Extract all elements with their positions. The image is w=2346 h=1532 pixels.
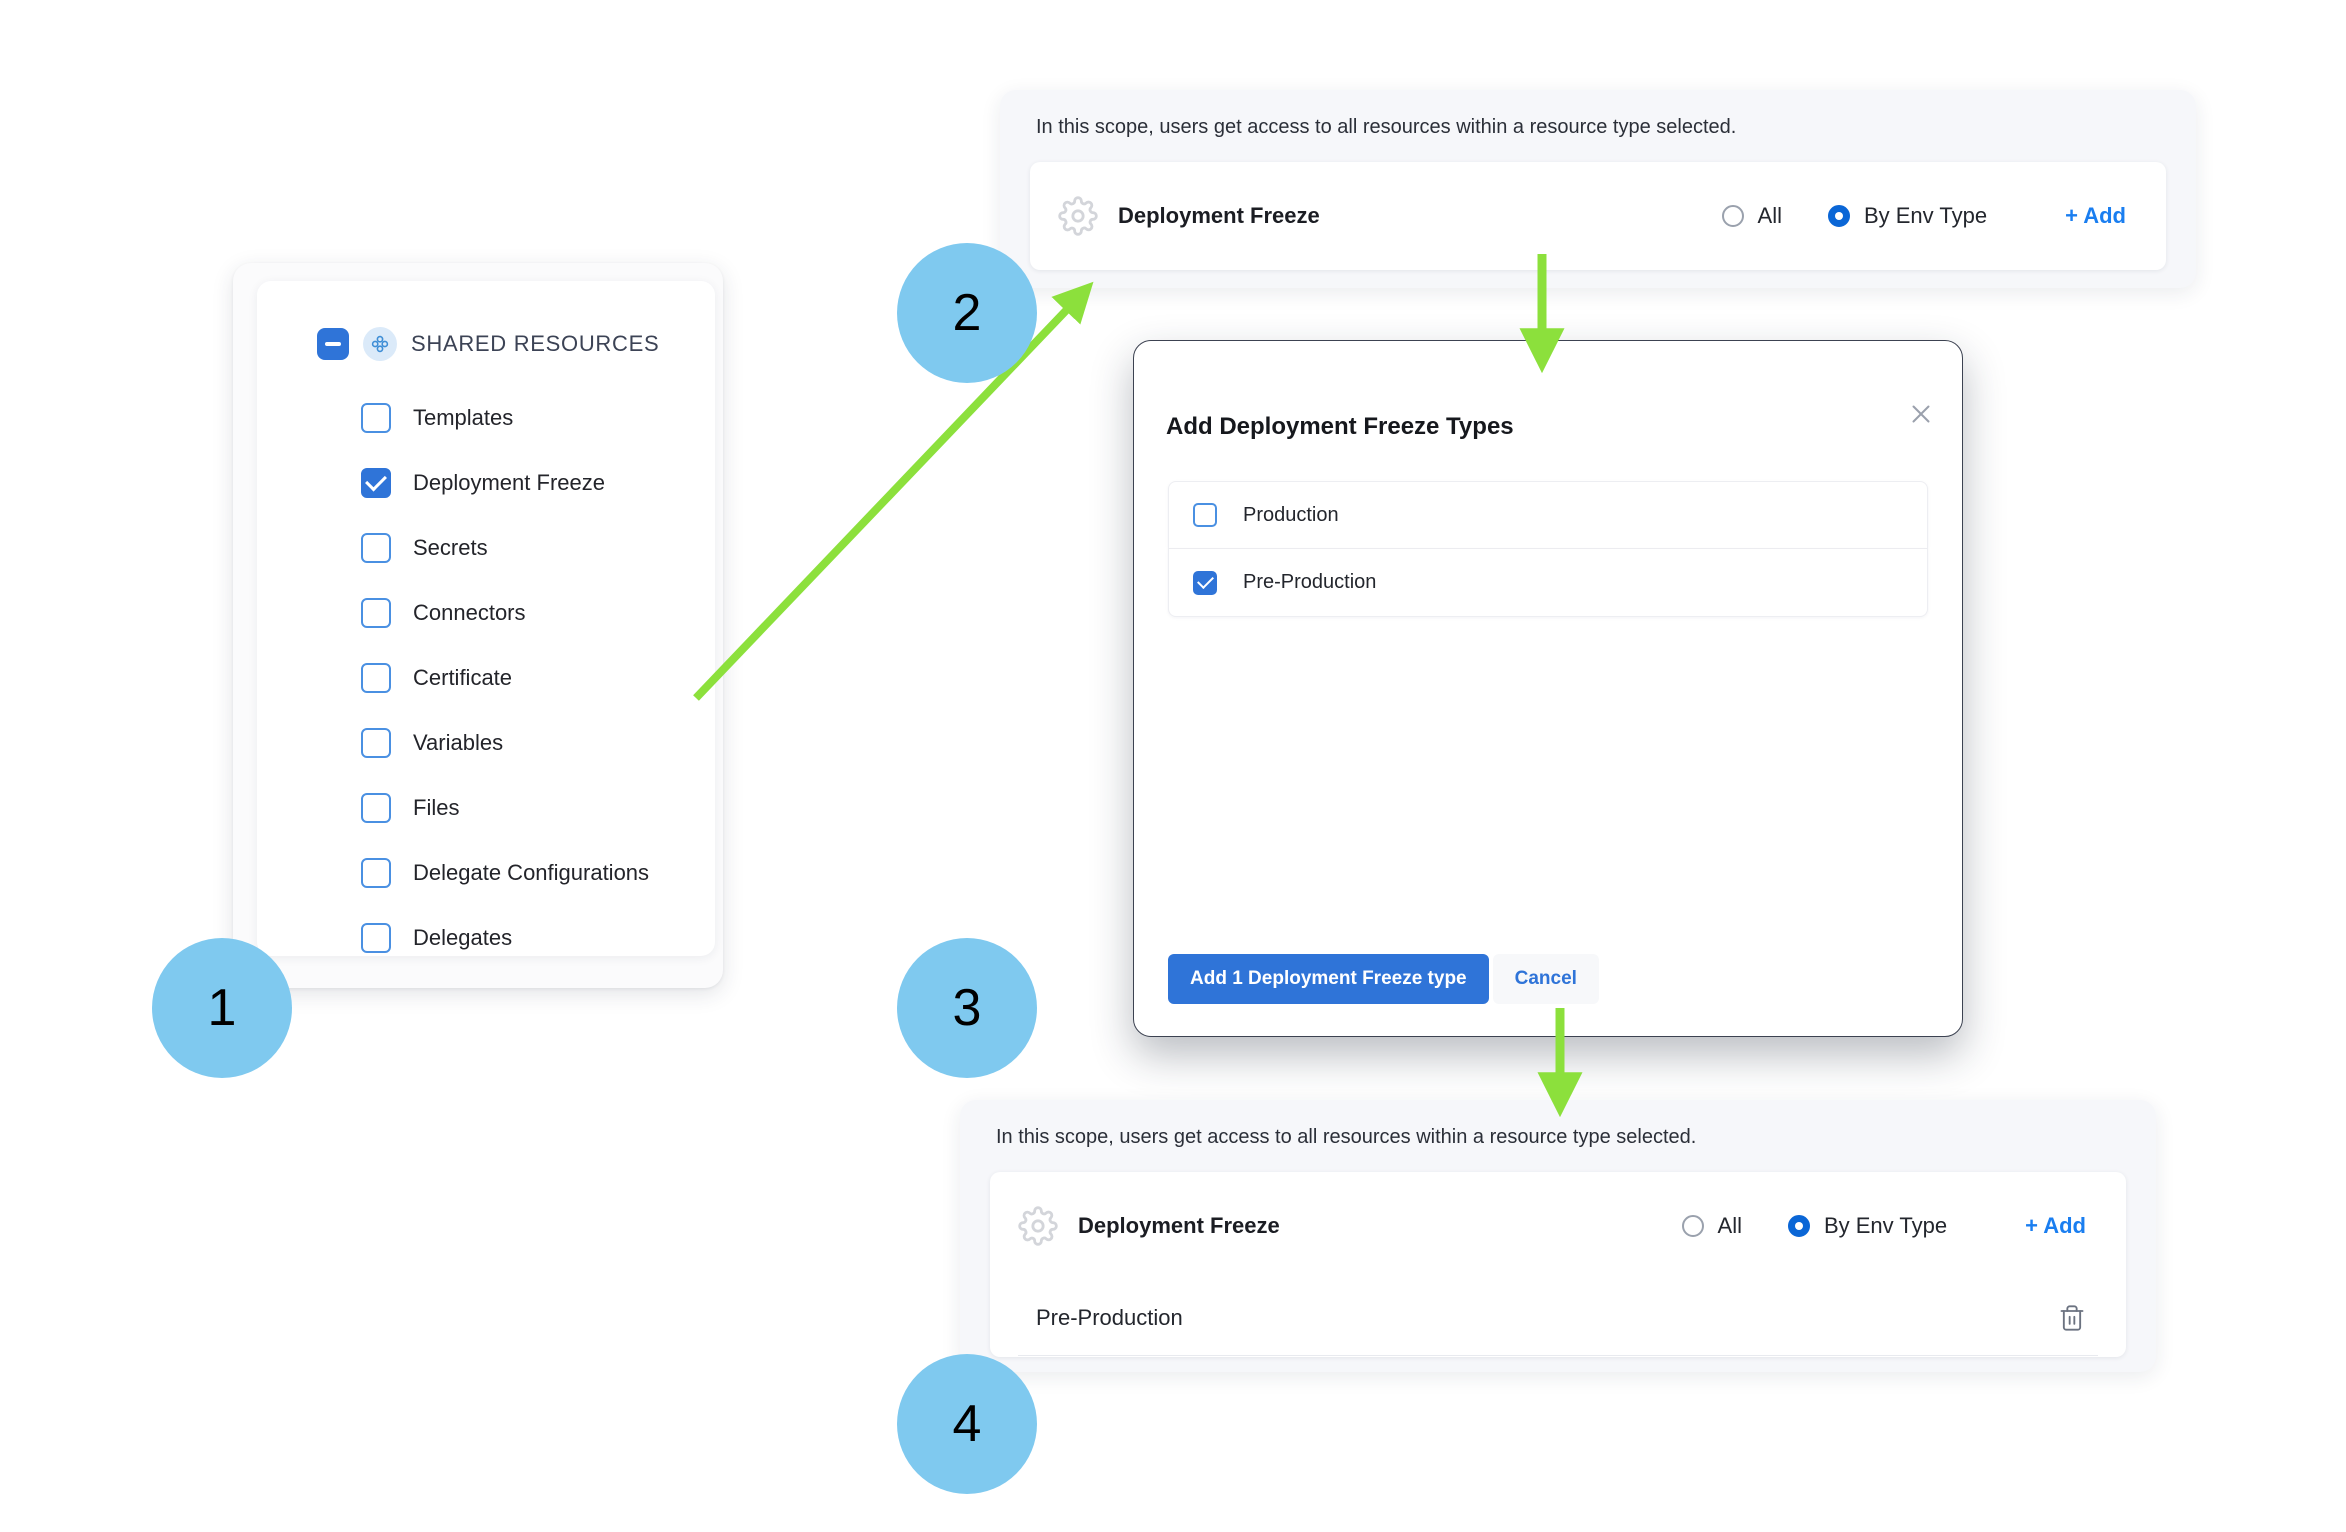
list-item[interactable]: Templates	[257, 385, 715, 450]
step-badge-2: 2	[897, 243, 1037, 383]
add-link[interactable]: + Add	[2065, 203, 2126, 228]
shared-resources-panel: SHARED RESOURCES Templates Deployment Fr…	[233, 263, 723, 988]
scope-note: In this scope, users get access to all r…	[996, 1126, 1697, 1148]
shared-resources-diamond-icon	[363, 327, 397, 361]
checkbox-production[interactable]	[1193, 503, 1217, 527]
list-item-label: Production	[1243, 503, 1339, 526]
scope-resource-row: Deployment Freeze All By Env Type + Add	[990, 1172, 2126, 1280]
list-item[interactable]: Delegate Configurations	[257, 840, 715, 905]
list-item[interactable]: Delegates	[257, 905, 715, 970]
shared-resources-card: SHARED RESOURCES Templates Deployment Fr…	[257, 281, 715, 956]
list-item-label: Templates	[413, 404, 514, 430]
scope-resource-name: Deployment Freeze	[1118, 203, 1320, 228]
gear-icon	[1018, 1206, 1058, 1246]
list-item-label: Delegates	[413, 924, 513, 950]
radio-label: All	[1757, 203, 1782, 228]
list-item[interactable]: Certificate	[257, 645, 715, 710]
radio-option-all[interactable]: All	[1721, 203, 1782, 229]
list-item-label: Connectors	[413, 599, 526, 625]
checkbox-connectors[interactable]	[361, 597, 391, 628]
list-item-label: Secrets	[413, 534, 488, 560]
scope-radio-group: All By Env Type	[1721, 203, 1988, 229]
list-item-label: Files	[413, 794, 460, 820]
scope-radio-group: All By Env Type	[1681, 1213, 1948, 1239]
radio-option-all[interactable]: All	[1681, 1213, 1742, 1239]
shared-resources-list: Templates Deployment Freeze Secrets Conn…	[257, 385, 715, 970]
shared-resources-header[interactable]: SHARED RESOURCES	[257, 321, 715, 367]
arrow-step1-to-step2	[693, 281, 1094, 701]
list-item[interactable]: Pre-Production	[1168, 549, 1928, 617]
selected-env-type-label: Pre-Production	[1036, 1304, 1183, 1330]
list-item-label: Pre-Production	[1243, 571, 1377, 593]
cancel-button[interactable]: Cancel	[1492, 954, 1599, 1004]
checkbox-variables[interactable]	[361, 727, 391, 758]
trash-icon[interactable]	[2058, 1304, 2086, 1332]
list-item[interactable]: Secrets	[257, 515, 715, 580]
scope-resource-card: Deployment Freeze All By Env Type + Add	[1030, 162, 2166, 270]
minus-collapse-icon[interactable]	[317, 328, 349, 360]
scope-resource-name: Deployment Freeze	[1078, 1213, 1280, 1238]
radio-label: All	[1717, 1213, 1742, 1238]
arrow-step3-to-step4	[1537, 1008, 1583, 1118]
scope-resource-card: Deployment Freeze All By Env Type + Add …	[990, 1172, 2126, 1357]
add-deployment-freeze-types-modal: Add Deployment Freeze Types Production P…	[1133, 340, 1963, 1037]
radio-all-icon[interactable]	[1721, 205, 1744, 227]
modal-footer: Add 1 Deployment Freeze type Cancel	[1168, 954, 1599, 1004]
list-item[interactable]: Connectors	[257, 580, 715, 645]
radio-option-by-env-type[interactable]: By Env Type	[1787, 1213, 1948, 1239]
checkbox-files[interactable]	[361, 792, 391, 823]
gear-icon	[1058, 196, 1098, 236]
checkbox-delegate-configurations[interactable]	[361, 857, 391, 888]
table-row: Pre-Production	[1018, 1280, 2098, 1356]
checkbox-pre-production[interactable]	[1193, 570, 1217, 595]
list-item-label: Delegate Configurations	[413, 859, 650, 885]
radio-all-icon[interactable]	[1681, 1215, 1704, 1237]
list-item[interactable]: Production	[1168, 481, 1928, 549]
scope-resource-row: Deployment Freeze All By Env Type + Add	[1030, 162, 2166, 270]
radio-label: By Env Type	[1863, 203, 1988, 228]
step-badge-4: 4	[897, 1354, 1037, 1494]
add-link[interactable]: + Add	[2025, 1213, 2086, 1238]
list-item[interactable]: Deployment Freeze	[257, 450, 715, 515]
list-item-label: Certificate	[413, 664, 513, 690]
step-badge-1: 1	[152, 938, 292, 1078]
checkbox-secrets[interactable]	[361, 532, 391, 563]
list-item[interactable]: Files	[257, 775, 715, 840]
scope-note: In this scope, users get access to all r…	[1036, 116, 1737, 138]
checkbox-delegates[interactable]	[361, 922, 391, 953]
close-icon[interactable]	[1906, 399, 1936, 429]
add-deployment-freeze-type-button[interactable]: Add 1 Deployment Freeze type	[1168, 954, 1489, 1004]
radio-option-by-env-type[interactable]: By Env Type	[1827, 203, 1988, 229]
radio-label: By Env Type	[1823, 1213, 1948, 1238]
list-item-label: Deployment Freeze	[413, 469, 605, 495]
checkbox-certificate[interactable]	[361, 662, 391, 693]
step-badge-3: 3	[897, 938, 1037, 1078]
list-item-label: Variables	[413, 729, 504, 755]
modal-option-list: Production Pre-Production	[1168, 481, 1928, 617]
checkbox-templates[interactable]	[361, 402, 391, 433]
modal-title: Add Deployment Freeze Types	[1166, 413, 1514, 440]
radio-by-env-type-icon[interactable]	[1827, 205, 1850, 227]
scope-panel-before: In this scope, users get access to all r…	[1000, 90, 2196, 288]
list-item[interactable]: Variables	[257, 710, 715, 775]
radio-by-env-type-icon[interactable]	[1787, 1215, 1810, 1237]
shared-resources-title: SHARED RESOURCES	[411, 331, 660, 356]
checkbox-deployment-freeze[interactable]	[361, 467, 391, 498]
scope-panel-after: In this scope, users get access to all r…	[960, 1100, 2156, 1372]
arrow-step2-to-step3	[1519, 254, 1565, 374]
